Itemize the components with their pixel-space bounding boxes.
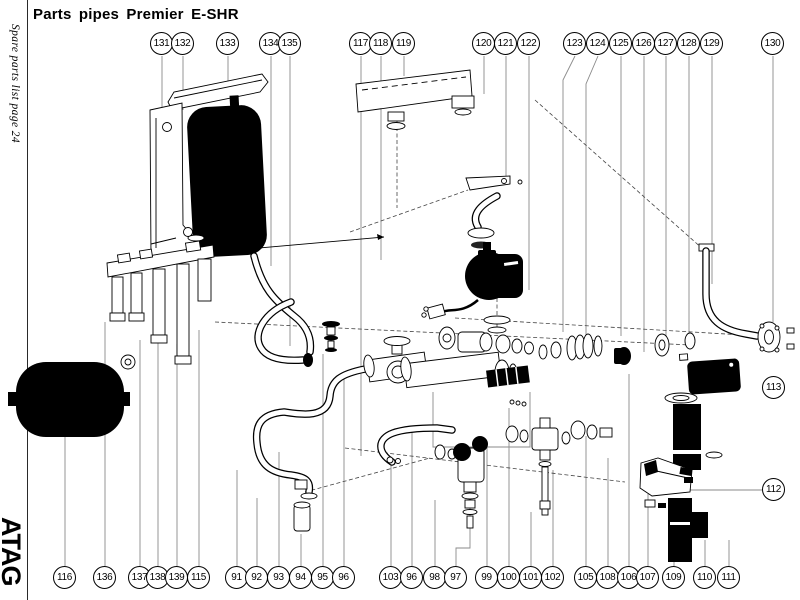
callout-124: 124 (586, 32, 609, 55)
callout-119: 119 (392, 32, 415, 55)
callout-99: 99 (475, 566, 498, 589)
part-box (678, 353, 741, 395)
callout-102: 102 (541, 566, 564, 589)
callout-95: 95 (311, 566, 334, 589)
part-left-valves (252, 298, 428, 532)
callout-130: 130 (761, 32, 784, 55)
callout-96: 96 (332, 566, 355, 589)
callout-121: 121 (494, 32, 517, 55)
callout-96: 96 (400, 566, 423, 589)
part-pump (421, 192, 523, 334)
callout-107: 107 (636, 566, 659, 589)
callout-97: 97 (444, 566, 467, 589)
callout-136: 136 (93, 566, 116, 589)
callout-111: 111 (717, 566, 740, 589)
callout-120: 120 (472, 32, 495, 55)
part-top-manifold (355, 69, 523, 191)
callout-127: 127 (654, 32, 677, 55)
callout-135: 135 (278, 32, 301, 55)
callout-113: 113 (762, 376, 785, 399)
part-bracket-bottom (639, 457, 693, 508)
callout-131: 131 (150, 32, 173, 55)
callout-103: 103 (379, 566, 402, 589)
callout-129: 129 (700, 32, 723, 55)
part-bottom-assembly (377, 417, 613, 529)
callout-110: 110 (693, 566, 716, 589)
part-black-pipe (664, 392, 703, 470)
callout-125: 125 (609, 32, 632, 55)
callout-101: 101 (519, 566, 542, 589)
part-vessel-top (187, 95, 267, 257)
callout-123: 123 (563, 32, 586, 55)
callout-100: 100 (497, 566, 520, 589)
callout-98: 98 (423, 566, 446, 589)
callout-108: 108 (596, 566, 619, 589)
callout-92: 92 (245, 566, 268, 589)
callout-105: 105 (574, 566, 597, 589)
callout-116: 116 (53, 566, 76, 589)
callout-118: 118 (369, 32, 392, 55)
part-manifold (106, 234, 215, 370)
callout-94: 94 (289, 566, 312, 589)
callout-126: 126 (632, 32, 655, 55)
page-title: Parts pipes Premier E-SHR (33, 6, 239, 23)
callout-132: 132 (171, 32, 194, 55)
callout-109: 109 (662, 566, 685, 589)
callout-112: 112 (762, 478, 785, 501)
callout-139: 139 (165, 566, 188, 589)
callout-128: 128 (677, 32, 700, 55)
callout-122: 122 (517, 32, 540, 55)
part-flange-pipe (698, 243, 795, 353)
part-hose (250, 252, 315, 356)
part-valve-row (438, 326, 534, 355)
callout-93: 93 (267, 566, 290, 589)
margin-divider (27, 0, 28, 600)
part-center-pipe (400, 332, 696, 407)
part-elbow (668, 451, 723, 562)
callout-133: 133 (216, 32, 239, 55)
callout-115: 115 (187, 566, 210, 589)
part-expansion-vessel (8, 362, 130, 437)
